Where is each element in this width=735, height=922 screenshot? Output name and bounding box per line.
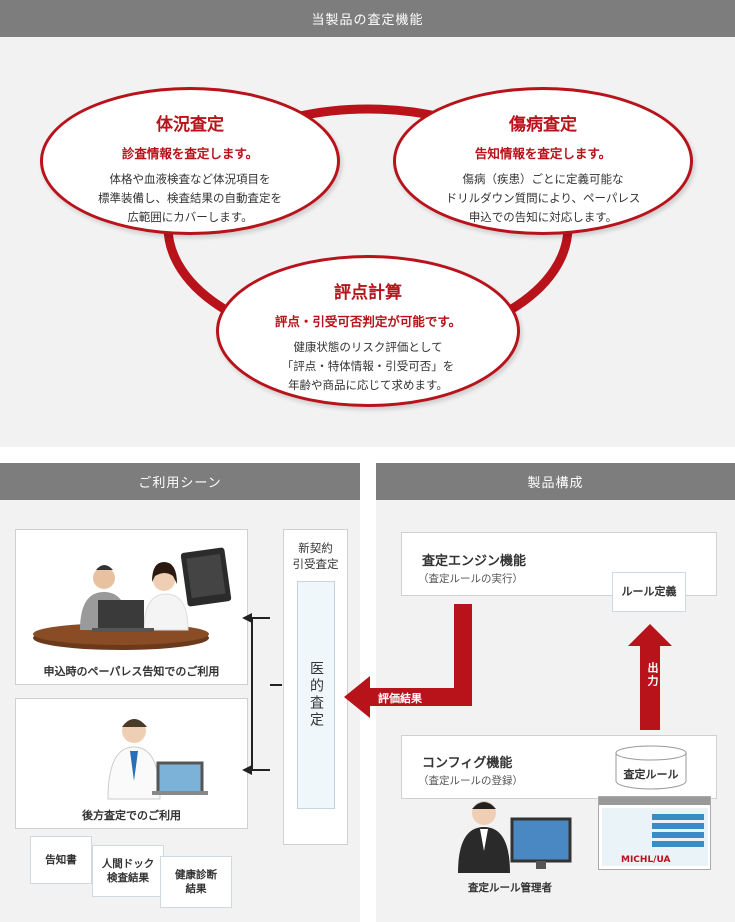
admin-illustration: [458, 801, 572, 873]
medical-assessment-label: 医的査定: [308, 661, 324, 729]
medical-assessment-box: 医的査定: [297, 581, 335, 809]
scene-connector-arrows: [242, 613, 282, 775]
paperless-caption: 申込時のペーパレス告知でのご利用: [43, 665, 220, 678]
functions-title: 当製品の査定機能: [311, 13, 424, 28]
circle-title: 評点計算: [334, 283, 402, 303]
rule-database-label: 査定ルール: [623, 768, 679, 781]
functions-header: 当製品の査定機能: [0, 0, 735, 37]
meeting-illustration: [33, 547, 232, 650]
back-office-scene-card: 後方査定でのご利用: [15, 698, 248, 829]
new-contract-column: 新契約引受査定 医的査定: [283, 529, 348, 845]
health-check-doc: 健康診断 結果: [160, 856, 232, 908]
config-subtitle: （査定ルールの登録）: [418, 775, 523, 787]
new-contract-label: 新契約引受査定: [292, 541, 339, 571]
rule-definition-doc: ルール定義: [612, 572, 686, 612]
circle-desc: 傷病（疾患）ごとに定義可能なドリルダウン質問により、ペーパレス申込での告知に対応…: [445, 172, 641, 224]
circle-title: 体況査定: [156, 115, 224, 135]
config-title: コンフィグ機能: [422, 756, 513, 771]
circle-subtitle: 診査情報を査定します。: [121, 146, 259, 161]
engine-subtitle: （査定ルールの実行）: [418, 573, 523, 585]
usage-title: ご利用シーン: [138, 476, 222, 491]
paperless-scene-card: 申込時のペーパレス告知でのご利用: [15, 529, 248, 685]
output-label: 出力: [646, 662, 659, 688]
circle-score-calc: 評点計算 評点・引受可否判定が可能です。 健康状態のリスク評価として「評点・特体…: [216, 255, 520, 407]
product-structure-title: 製品構成: [527, 476, 584, 491]
circle-desc: 体格や血液検査など体況項目を標準装備し、検査結果の自動査定を広範囲にカバーします…: [98, 172, 282, 224]
circle-subtitle: 評点・引受可否判定が可能です。: [274, 314, 462, 329]
product-structure-header: 製品構成: [376, 463, 735, 500]
circle-disease-assessment: 傷病査定 告知情報を査定します。 傷病（疾患）ごとに定義可能なドリルダウン質問に…: [393, 87, 693, 235]
flow-arrows: [344, 604, 672, 730]
doctor-illustration: [107, 719, 208, 800]
circle-desc: 健康状態のリスク評価として「評点・特体情報・引受可否」を年齢や商品に応じて求めま…: [281, 340, 455, 392]
michl-logo: MICHL/UA: [621, 855, 671, 865]
dock-results-doc: 人間ドック 検査結果: [92, 845, 164, 897]
back-office-caption: 後方査定でのご利用: [82, 809, 181, 822]
usage-header: ご利用シーン: [0, 463, 360, 500]
circle-title: 傷病査定: [509, 115, 577, 135]
app-screenshot-window: MICHL/UA: [598, 796, 711, 870]
rule-database-icon: [615, 745, 687, 790]
eval-result-label: 評価結果: [378, 692, 422, 705]
engine-title: 査定エンジン機能: [422, 554, 527, 569]
admin-caption: 査定ルール管理者: [468, 882, 552, 894]
notice-form-doc: 告知書: [30, 836, 92, 884]
app-window-body: [602, 808, 708, 866]
circle-subtitle: 告知情報を査定します。: [474, 146, 612, 161]
app-window-titlebar: [599, 797, 710, 805]
circle-body-assessment: 体況査定 診査情報を査定します。 体格や血液検査など体況項目を標準装備し、検査結…: [40, 87, 340, 235]
